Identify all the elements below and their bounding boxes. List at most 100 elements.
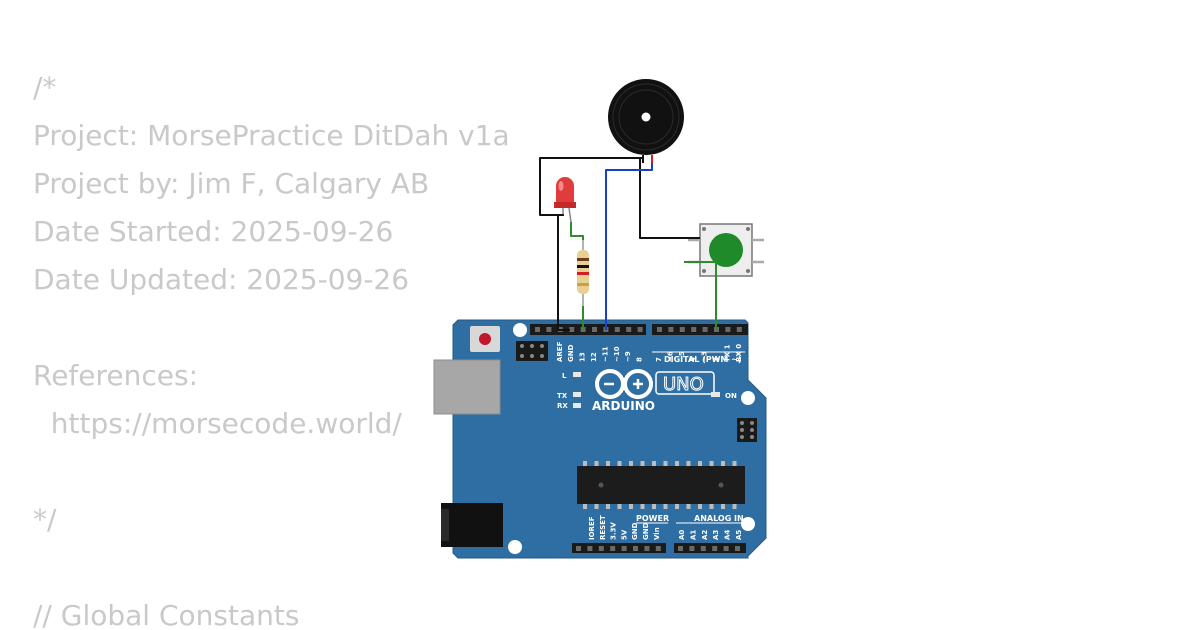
header-pin	[535, 327, 540, 332]
header-pin	[655, 546, 661, 551]
pushbutton-icon[interactable]	[688, 223, 764, 277]
power-pin-label: Vin	[653, 527, 661, 540]
chip-leg	[709, 504, 714, 509]
chip-leg	[617, 504, 622, 509]
rx-led-label: RX	[557, 402, 568, 410]
l-led-label: L	[562, 372, 567, 380]
wire-green-button	[684, 261, 717, 330]
header-pin	[736, 327, 742, 332]
red-led-icon[interactable]	[554, 177, 576, 223]
analog-pin-label: A3	[712, 530, 720, 540]
chip-leg	[686, 461, 691, 466]
arduino-logo-text: ARDUINO	[592, 399, 655, 413]
power-pin-label: GND	[631, 522, 639, 540]
header-pin	[587, 546, 593, 551]
mounting-hole	[741, 391, 755, 405]
mounting-hole	[508, 540, 522, 554]
top-pin-label: 12	[590, 352, 598, 362]
header-pin	[723, 546, 729, 551]
header-pin	[735, 546, 740, 551]
chip-leg	[640, 461, 645, 466]
header-pin	[725, 327, 731, 332]
status-leds: L TX RX	[557, 372, 581, 410]
chip-leg	[583, 504, 587, 509]
code-line: */	[33, 503, 57, 536]
power-pin-label: 5V	[620, 529, 628, 540]
code-line: // Global Constants	[33, 599, 300, 630]
header-pin	[678, 546, 683, 551]
chip-leg	[721, 461, 725, 466]
code-line: Date Updated: 2025-09-26	[33, 263, 410, 296]
header-pin	[614, 327, 620, 332]
top-pin-label: ~6	[666, 351, 674, 362]
header-pin	[702, 327, 708, 332]
top-pin-label: 4	[689, 357, 697, 362]
top-pin-label: TX 1	[723, 344, 731, 362]
piezo-buzzer-icon[interactable]	[608, 79, 684, 163]
header-pin	[712, 546, 718, 551]
top-pin-label: ~10	[613, 346, 621, 362]
uno-badge: UNO	[655, 371, 715, 396]
code-line: https://morsecode.world/	[33, 407, 402, 440]
header-pin	[610, 546, 616, 551]
atmega-chip	[577, 461, 745, 509]
header-pin	[598, 546, 604, 551]
top-pin-label: RX 0	[735, 344, 743, 362]
analog-pin-label: A4	[724, 530, 732, 540]
usb-port	[433, 359, 501, 415]
power-header	[572, 543, 666, 553]
header-pin	[689, 546, 695, 551]
analog-pin-label: A0	[678, 530, 686, 540]
wires	[539, 157, 717, 331]
code-line: References:	[33, 359, 199, 392]
chip-leg	[663, 504, 668, 509]
icsp-header	[516, 341, 548, 361]
chip-leg	[640, 504, 645, 509]
code-line: Project: MorsePractice DitDah v1a	[33, 119, 510, 152]
chip-leg	[594, 504, 599, 509]
header-pin	[621, 546, 627, 551]
code-line: /*	[33, 71, 57, 104]
header-pin	[633, 546, 638, 551]
chip-leg	[663, 461, 668, 466]
reset-button[interactable]	[470, 326, 500, 352]
header-pin	[546, 327, 552, 332]
chip-leg	[675, 504, 679, 509]
analog-header	[674, 543, 746, 553]
top-pin-label: 8	[636, 357, 644, 362]
chip-leg	[721, 504, 725, 509]
chip-leg	[617, 461, 622, 466]
power-label: POWER	[636, 514, 669, 523]
power-pin-label: GND	[642, 522, 650, 540]
chip-leg	[606, 504, 610, 509]
top-pin-label: 13	[579, 352, 587, 362]
header-pin	[668, 327, 674, 332]
chip-leg	[686, 504, 691, 509]
power-pin-label: 3.3V	[610, 522, 618, 540]
top-pin-label: AREF	[556, 341, 564, 362]
tx-led-label: TX	[557, 392, 568, 400]
chip-leg	[629, 504, 633, 509]
chip-leg	[652, 461, 656, 466]
resistor-icon[interactable]	[577, 240, 589, 306]
header-pin	[691, 327, 697, 332]
power-led	[711, 392, 720, 397]
power-pin-label: IOREF	[588, 516, 596, 540]
digital-header-left	[530, 324, 646, 335]
analog-label: ANALOG IN	[694, 514, 744, 523]
header-pin	[679, 327, 685, 332]
chip-leg	[709, 461, 714, 466]
header-pin	[576, 546, 581, 551]
analog-pin-label: A2	[701, 530, 709, 540]
icsp-header-right	[737, 418, 757, 442]
mounting-hole	[741, 517, 755, 531]
header-pin	[644, 546, 650, 551]
arduino-logo-icon	[595, 369, 653, 399]
top-pin-label: ~11	[601, 346, 609, 362]
analog-pin-label: A1	[689, 530, 697, 540]
digital-header-right	[652, 324, 748, 335]
